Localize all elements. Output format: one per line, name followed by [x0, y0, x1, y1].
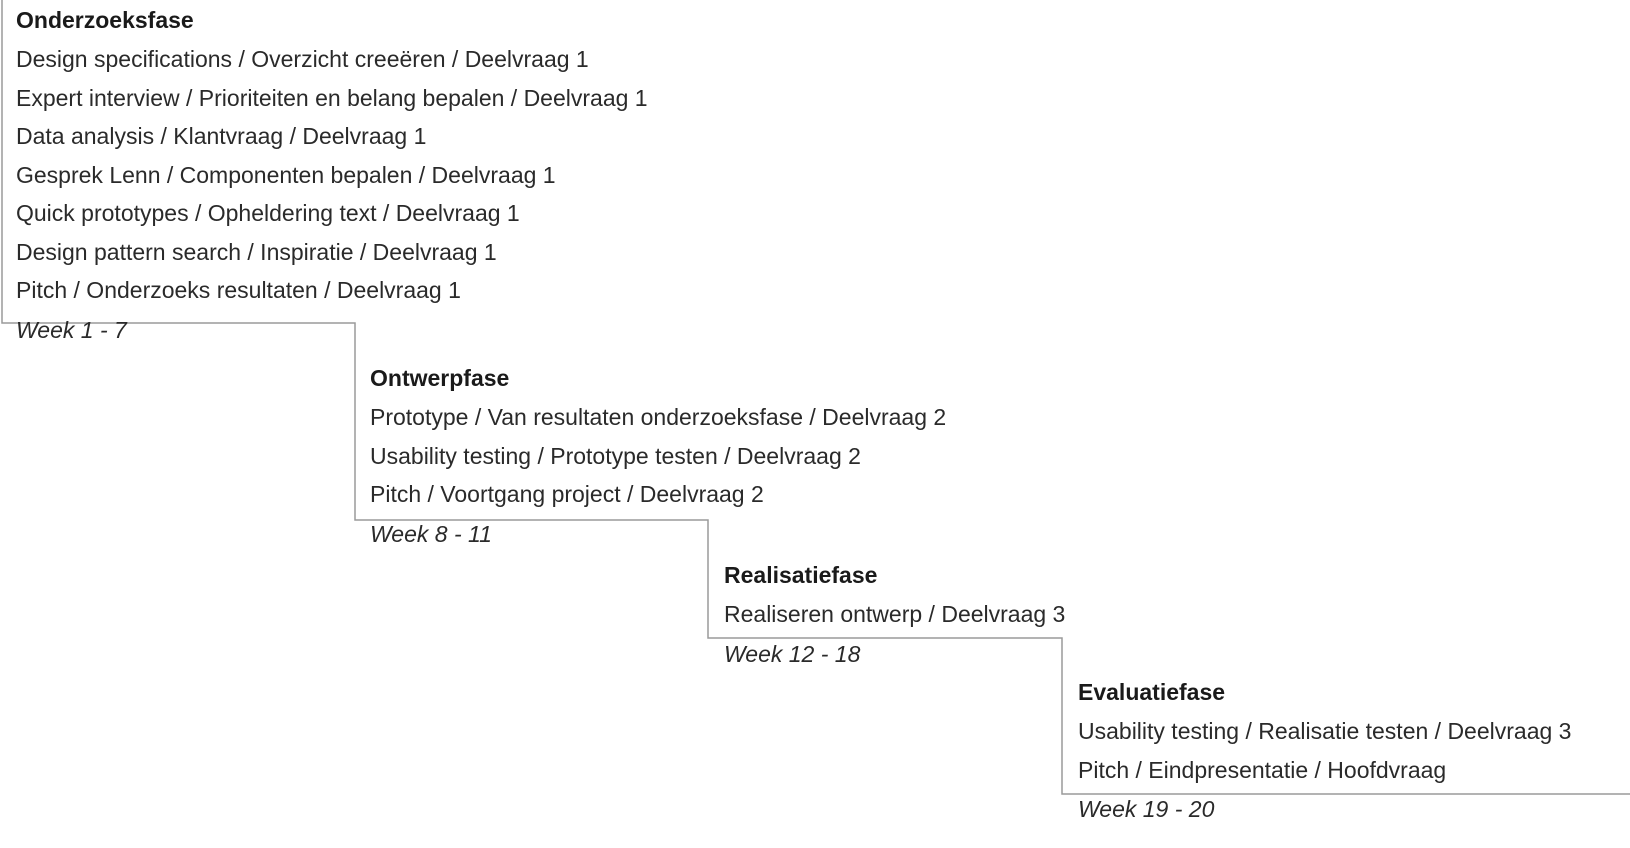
phase-week-range: Week 1 - 7	[16, 316, 127, 343]
activity-item: Usability testing / Prototype testen / D…	[370, 442, 861, 469]
activity-item: Quick prototypes / Opheldering text / De…	[16, 200, 520, 226]
phase-realisatiefase: Realisatiefase Realiseren ontwerp / Deel…	[724, 555, 1065, 674]
phase-activity-list: Usability testing / Realisatie testen / …	[1078, 712, 1571, 789]
activity-item: Pitch / Voortgang project / Deelvraag 2	[370, 481, 764, 507]
phase-title: Onderzoeksfase	[16, 7, 194, 33]
activity-item: Prototype / Van resultaten onderzoeksfas…	[370, 404, 947, 430]
phase-onderzoeksfase: Onderzoeksfase Design specifications / O…	[16, 0, 648, 350]
activity-item: Pitch / Onderzoeks resultaten / Deelvraa…	[16, 277, 461, 303]
activity-item: Gesprek Lenn / Componenten bepalen / Dee…	[16, 161, 556, 188]
activity-item: Design specifications / Overzicht creeër…	[16, 46, 589, 72]
phase-week-range: Week 8 - 11	[370, 520, 492, 547]
phase-activity-list: Design specifications / Overzicht creeër…	[16, 40, 648, 310]
phase-title: Evaluatiefase	[1078, 679, 1226, 705]
activity-item: Realiseren ontwerp / Deelvraag 3	[724, 601, 1066, 627]
activity-item: Design pattern search / Inspiratie / Dee…	[16, 238, 497, 265]
activity-item: Usability testing / Realisatie testen / …	[1078, 718, 1572, 744]
phase-week-range: Week 12 - 18	[724, 640, 861, 667]
phase-evaluatiefase: Evaluatiefase Usability testing / Realis…	[1078, 672, 1571, 829]
phase-title: Ontwerpfase	[370, 365, 510, 391]
activity-item: Pitch / Eindpresentatie / Hoofdvraag	[1078, 756, 1447, 783]
phase-ontwerpfase: Ontwerpfase Prototype / Van resultaten o…	[370, 358, 946, 554]
phase-title: Realisatiefase	[724, 562, 878, 588]
phase-activity-list: Realiseren ontwerp / Deelvraag 3	[724, 595, 1065, 634]
activity-item: Expert interview / Prioriteiten en belan…	[16, 84, 648, 111]
activity-item: Data analysis / Klantvraag / Deelvraag 1	[16, 123, 427, 149]
phase-week-range: Week 19 - 20	[1078, 796, 1215, 822]
phase-activity-list: Prototype / Van resultaten onderzoeksfas…	[370, 398, 946, 514]
